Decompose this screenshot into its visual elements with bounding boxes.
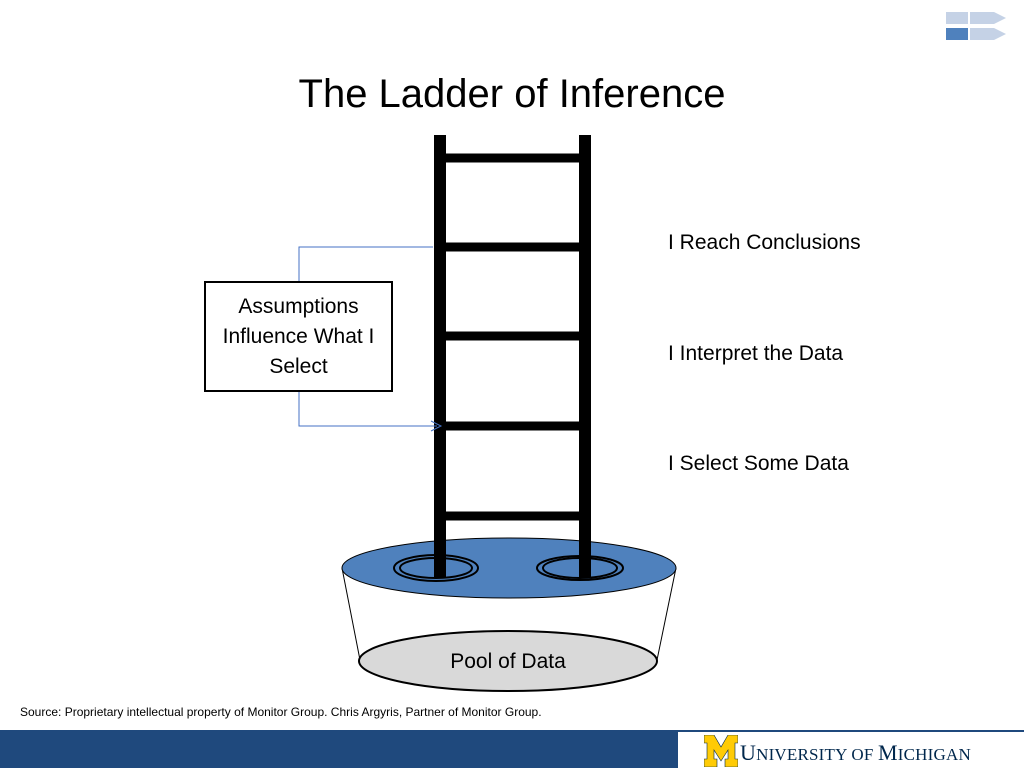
rung-label-interpret: I Interpret the Data <box>668 342 844 365</box>
assumptions-box-text: Assumptions Influence What I Select <box>222 294 375 378</box>
wordmark-initial-m: M <box>878 740 898 765</box>
assumptions-box: Assumptions Influence What I Select <box>204 281 393 392</box>
source-note: Source: Proprietary intellectual propert… <box>20 705 542 719</box>
university-wordmark: UNIVERSITY OF MICHIGAN <box>740 740 971 766</box>
wordmark-michigan: ICHIGAN <box>897 745 971 764</box>
rung-label-select: I Select Some Data <box>668 452 849 475</box>
footer-bar <box>0 730 678 768</box>
connector-arrowhead <box>430 420 443 432</box>
assumption-connector <box>298 246 437 427</box>
wordmark-university: NIVERSITY OF <box>756 745 879 764</box>
ladder-right-rail <box>579 135 591 577</box>
pool-bottom <box>358 630 658 692</box>
footer-logo-area: UNIVERSITY OF MICHIGAN <box>678 730 1024 768</box>
wordmark-initial-u: U <box>740 740 757 765</box>
block-m-logo <box>704 735 738 767</box>
pool-of-data-label: Pool of Data <box>450 650 566 673</box>
pool-surface <box>341 537 677 599</box>
ladder-left-rail <box>434 135 446 577</box>
rung-label-conclusions: I Reach Conclusions <box>668 231 861 254</box>
ladder-rungs <box>440 153 585 521</box>
forward-arrows-icon <box>946 12 1006 40</box>
page-title: The Ladder of Inference <box>298 72 726 116</box>
